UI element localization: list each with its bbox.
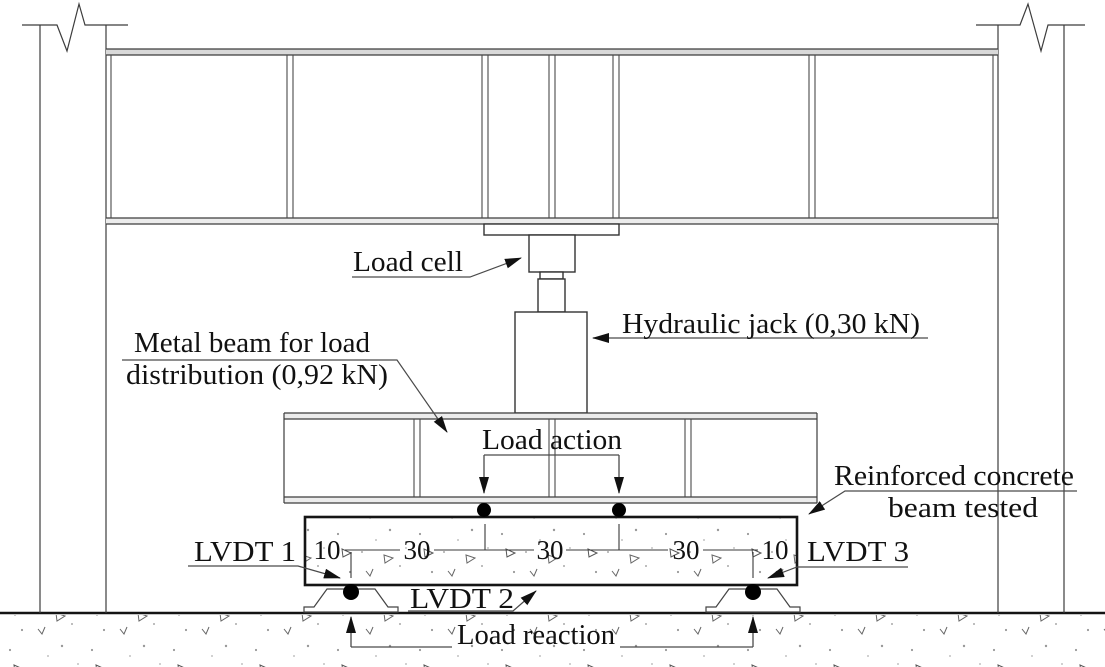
load-cell-shape (528, 234, 576, 273)
load-point-right (612, 503, 626, 517)
lvdt1-label: LVDT 1 (194, 537, 296, 568)
lvdt3-leader (767, 566, 908, 579)
load-reaction-label: Load reaction (457, 620, 615, 651)
dimension-line (345, 524, 758, 578)
lvdt1-point (343, 584, 359, 600)
right-column (976, 2, 1085, 613)
reaction-frame-beam (106, 48, 998, 225)
break-symbol-right (976, 2, 1085, 54)
mount-plate (483, 223, 620, 236)
left-column (22, 1, 128, 613)
dim-30-mid: 30 (537, 535, 564, 565)
lvdt3-point (745, 584, 761, 600)
load-reaction-bracket (346, 616, 758, 648)
lvdt1-leader (188, 565, 341, 579)
support-right (705, 588, 801, 613)
reinforced-concrete-label-line2: beam tested (888, 493, 1038, 524)
load-action-label: Load action (482, 425, 622, 456)
metal-beam-label-line2: distribution (0,92 kN) (126, 360, 388, 391)
load-train (483, 223, 620, 414)
reinforced-concrete-label-line1: Reinforced concrete (834, 461, 1074, 492)
hydraulic-jack-label: Hydraulic jack (0,30 kN) (622, 309, 920, 340)
metal-beam-label-line1: Metal beam for load (134, 328, 370, 359)
hydraulic-jack-shape (514, 311, 588, 414)
concrete-beam (303, 515, 799, 587)
load-action-bracket (479, 454, 624, 494)
lvdt3-label: LVDT 3 (807, 537, 909, 568)
break-symbol-left (22, 1, 128, 53)
dim-30-left: 30 (404, 535, 431, 565)
distribution-beam-stiffeners (413, 419, 692, 497)
jack-piston (537, 278, 566, 313)
dim-10-right: 10 (762, 535, 789, 565)
connector (539, 271, 564, 280)
reinforced-concrete-leader (808, 490, 1077, 515)
ground (0, 611, 1105, 667)
support-left (303, 588, 399, 613)
beam-stiffeners (286, 55, 816, 218)
ground-texture (0, 615, 1105, 667)
dim-10-left: 10 (314, 535, 341, 565)
lvdt2-leader (408, 590, 537, 612)
load-point-left (477, 503, 491, 517)
lvdt2-label: LVDT 2 (410, 584, 514, 615)
dim-30-right: 30 (673, 535, 700, 565)
metal-beam-leader (122, 359, 448, 433)
load-cell-label: Load cell (353, 247, 463, 278)
load-cell-leader (352, 257, 522, 278)
distribution-beam-shape (283, 412, 818, 504)
